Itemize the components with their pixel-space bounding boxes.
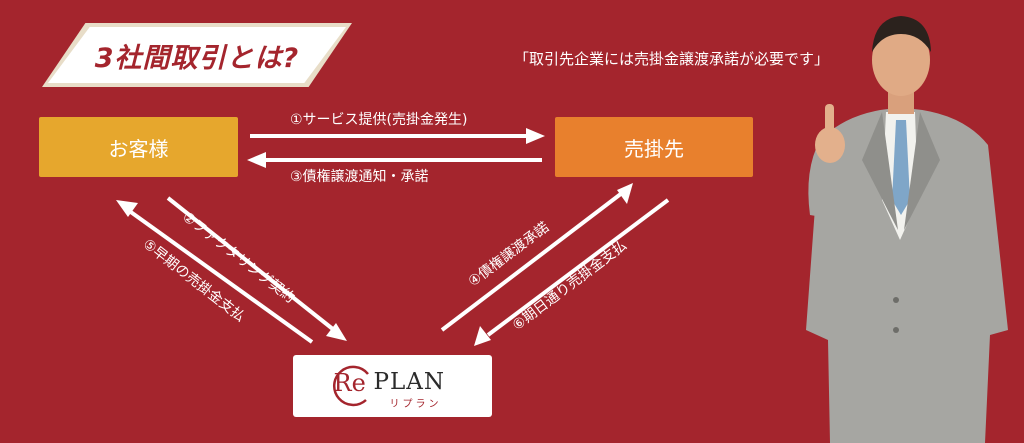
title-banner: 3社間取引とは?	[48, 27, 346, 83]
arrow-consent-head	[617, 183, 633, 204]
logo-plan: PLAN	[373, 369, 445, 395]
page-title: 3社間取引とは?	[94, 42, 300, 74]
arrow-consent	[440, 191, 624, 332]
arrow-factoring	[166, 196, 336, 332]
arrow-early-pay-head	[116, 200, 138, 217]
node-vendor-label: 売掛先	[624, 136, 684, 161]
logo-re: Re	[333, 369, 366, 397]
arrow-due-pay-head	[474, 326, 491, 346]
node-customer-label: お客様	[108, 136, 169, 161]
arrow-notice-head	[247, 152, 266, 168]
presenter-photo	[806, 16, 1008, 443]
step3-label: ③債権譲渡通知・承諾	[290, 169, 429, 185]
node-customer: お客様	[39, 117, 238, 177]
logo-swoosh-icon	[332, 365, 369, 407]
arrow-factoring-head	[326, 323, 347, 341]
arrow-service-head	[526, 128, 545, 144]
logo-kana: リプラン	[389, 399, 442, 410]
arrow-early-pay	[126, 208, 314, 344]
node-replan: Re PLAN リプラン	[293, 355, 492, 417]
node-vendor: 売掛先	[555, 117, 753, 177]
step1-label: ①サービス提供(売掛金発生)	[290, 112, 468, 128]
arrow-due-pay	[486, 198, 670, 337]
quote-text: 「取引先企業には売掛金譲渡承諾が必要です」	[514, 50, 830, 68]
replan-logo: Re PLAN リプラン	[328, 362, 458, 410]
